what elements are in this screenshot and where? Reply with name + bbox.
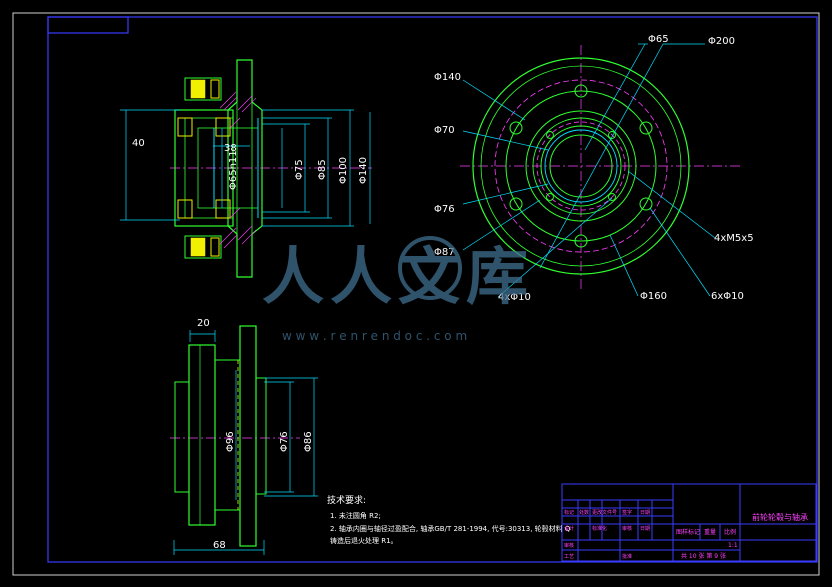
technical-notes: 技术要求: 1. 未注圆角 R2; 2. 轴承内圈与轴径过盈配合, 轴承GB/T… bbox=[327, 494, 571, 545]
watermark-text: 人人文库 bbox=[262, 240, 534, 313]
tech-line-3: 铸造后退火处理 R1。 bbox=[330, 536, 398, 545]
dim-bottom-76: Φ76 bbox=[279, 431, 290, 452]
dim-side-85: Φ85 bbox=[317, 159, 328, 180]
dim-front-200: Φ200 bbox=[708, 36, 735, 47]
dim-side-100: Φ100 bbox=[338, 157, 349, 184]
outer-border bbox=[12, 12, 820, 576]
dim-front-76: Φ76 bbox=[434, 204, 455, 215]
dim-front-160: Φ160 bbox=[640, 291, 667, 302]
inner-frame bbox=[47, 16, 818, 563]
dim-front-6-holes: 6xΦ10 bbox=[711, 291, 744, 302]
tb-r1-c4: 签字 bbox=[622, 509, 632, 516]
dim-front-65: Φ65 bbox=[648, 34, 669, 45]
dim-bottom-96: Φ96 bbox=[225, 431, 236, 452]
tb-r4-c2: 批准 bbox=[622, 553, 632, 560]
title-block-mark: 图样标记 bbox=[676, 528, 700, 536]
dim-front-threads: 4xM5x5 bbox=[714, 233, 754, 244]
dim-side-40: 40 bbox=[132, 138, 145, 149]
tb-r3-c1: 审核 bbox=[564, 542, 574, 549]
dim-side-140: Φ140 bbox=[358, 157, 369, 184]
bottom-front-view bbox=[170, 325, 318, 555]
tb-r1-c1: 标记 bbox=[564, 509, 574, 516]
tech-line-1: 1. 未注圆角 R2; bbox=[330, 511, 381, 520]
title-block-scale: 比例 bbox=[724, 528, 736, 536]
tb-r2-c4: 日期 bbox=[640, 526, 650, 532]
watermark-url: w w w . r e n r e n d o c . c o m bbox=[282, 329, 467, 343]
title-block-weight: 重量 bbox=[704, 528, 716, 536]
dim-front-140: Φ140 bbox=[434, 72, 461, 83]
tb-r2-c3: 审核 bbox=[622, 525, 632, 532]
tb-r2-c2: 标准化 bbox=[592, 525, 607, 532]
side-section-view bbox=[120, 59, 372, 278]
dim-bottom-86: Φ86 bbox=[303, 431, 314, 452]
tech-line-2: 2. 轴承内圈与轴径过盈配合, 轴承GB/T 281-1994, 代号:3031… bbox=[330, 524, 571, 533]
tb-r1-c3: 更改文件号 bbox=[592, 509, 617, 516]
tb-r4-c1: 工艺 bbox=[564, 554, 574, 560]
dim-bottom-20: 20 bbox=[197, 318, 210, 329]
tech-title: 技术要求: bbox=[327, 494, 366, 506]
front-circular-view bbox=[460, 43, 740, 298]
title-block-name: 前轮轮毂与轴承 bbox=[752, 512, 808, 522]
dim-front-70: Φ70 bbox=[434, 125, 455, 136]
corner-box bbox=[47, 16, 129, 34]
tb-r1-c5: 日期 bbox=[640, 510, 650, 516]
dim-front-87: Φ87 bbox=[434, 247, 455, 258]
dim-bottom-68: 68 bbox=[213, 540, 226, 551]
title-block-text: 前轮轮毂与轴承 图样标记 重量 比例 1:1 共 10 张 第 9 张 标记 处… bbox=[564, 509, 808, 560]
dim-front-4-holes: 4xΦ10 bbox=[498, 292, 531, 303]
title-block-scale-value: 1:1 bbox=[728, 542, 738, 549]
dim-side-75: Φ75 bbox=[294, 159, 305, 180]
dim-side-65h11: Φ65h11 bbox=[228, 150, 239, 190]
title-block bbox=[561, 483, 817, 562]
title-block-sheets: 共 10 张 第 9 张 bbox=[681, 552, 726, 560]
tb-r1-c2: 处数 bbox=[579, 509, 589, 516]
watermark: 人人文库 w w w . r e n r e n d o c . c o m bbox=[262, 236, 534, 343]
dim-side-38: 38 bbox=[224, 143, 237, 154]
tb-r2-c1: 设计 bbox=[564, 525, 574, 532]
